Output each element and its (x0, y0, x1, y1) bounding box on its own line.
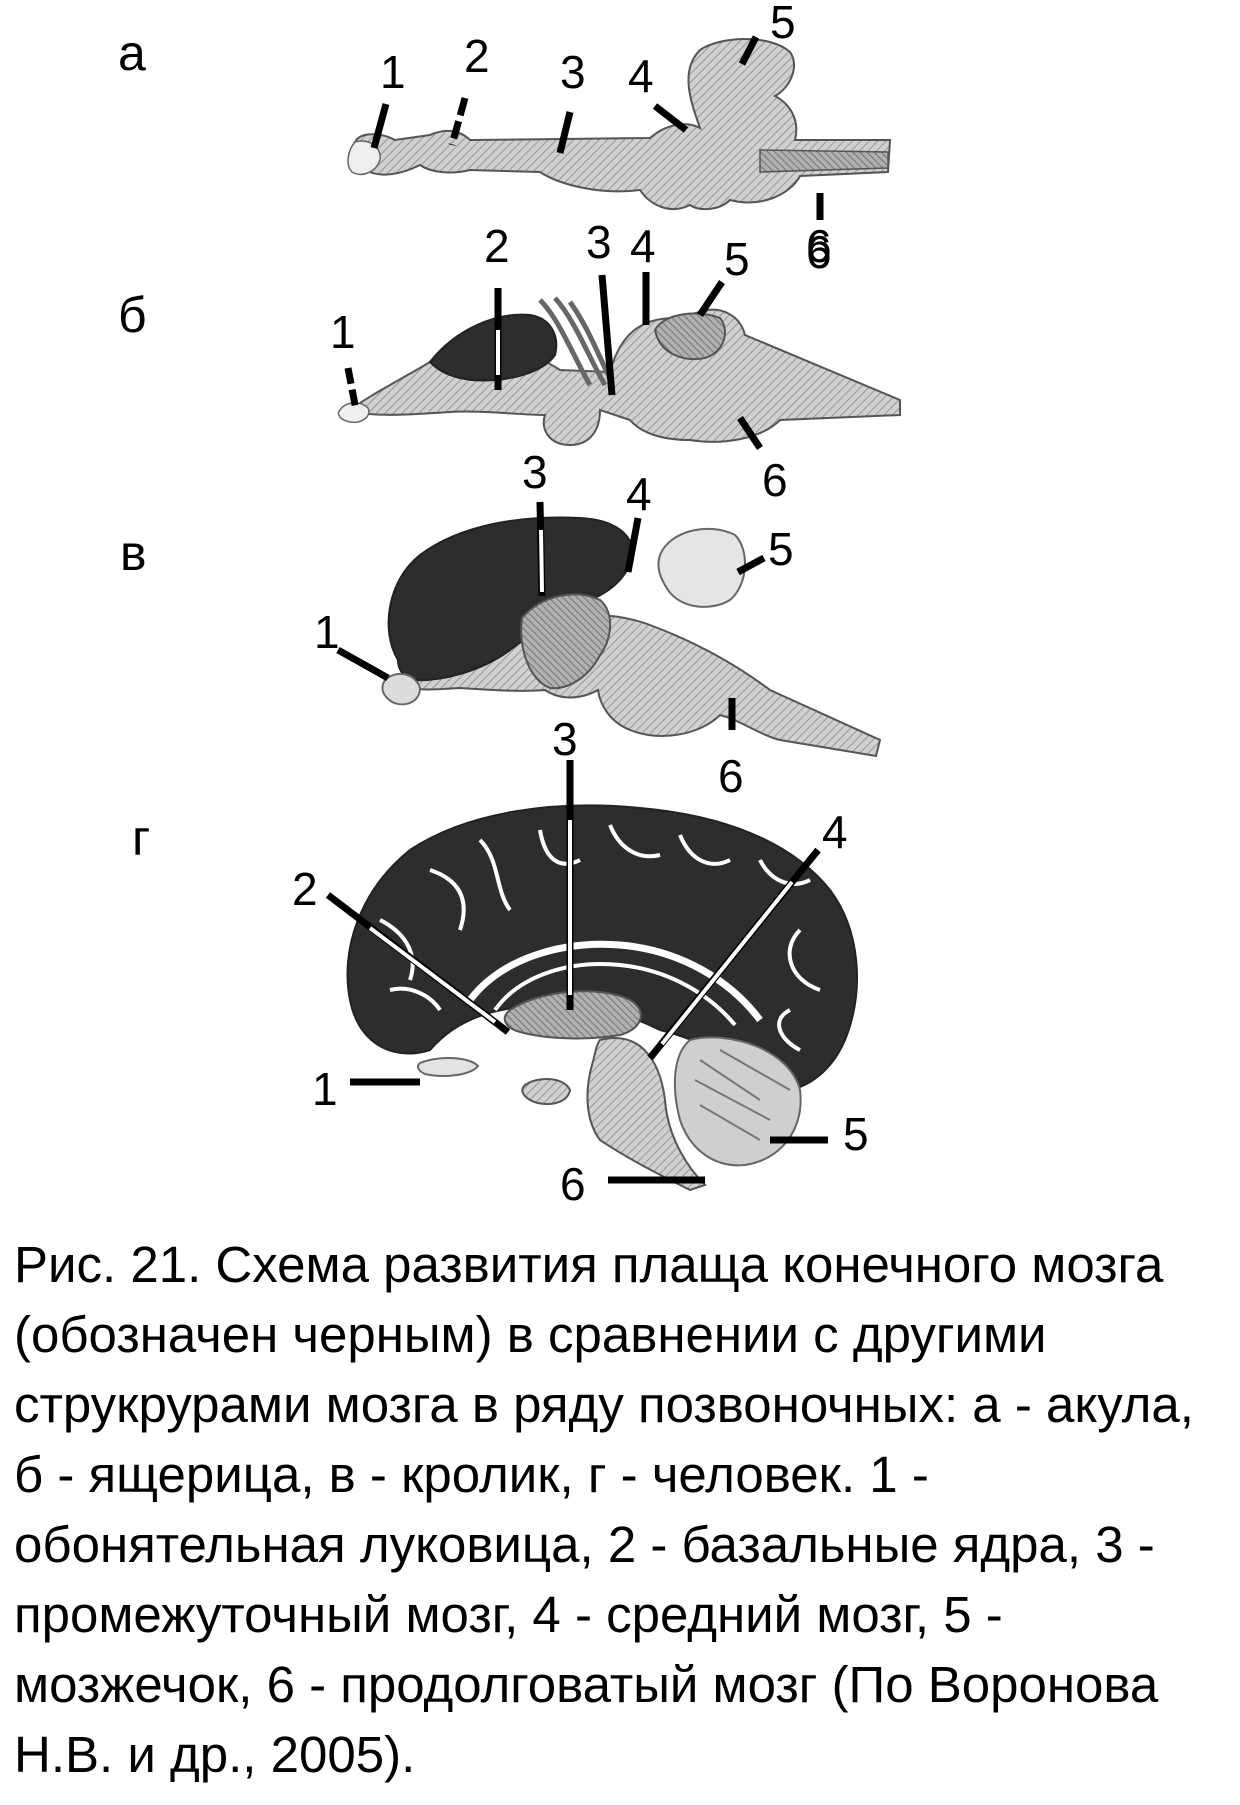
label-1-c: 1 (314, 606, 340, 658)
label-5-d: 5 (843, 1108, 869, 1160)
label-2-a: 2 (464, 30, 490, 82)
label-6-b: 6 (762, 454, 788, 506)
lizard-olfactory-tip (337, 402, 370, 424)
human-cerebellum (673, 1036, 802, 1167)
label-3-a: 3 (560, 46, 586, 98)
label-4-b: 4 (630, 220, 656, 272)
lizard-optic-tectum (653, 312, 726, 360)
panel-letter-a: а (118, 25, 146, 81)
label-3-d: 3 (552, 713, 578, 765)
label-6-c: 6 (718, 750, 744, 802)
human-pituitary (521, 1078, 572, 1106)
panel-d-human-brain: г (132, 804, 858, 1192)
label-1-d: 1 (312, 1063, 338, 1115)
brain-comparison-figure: а 1 2 3 4 5 6 б 1 2 3 4 5 6 6 в (118, 0, 901, 1210)
rabbit-olfactory-bulb (381, 672, 422, 706)
label-1-b: 1 (330, 306, 356, 358)
label-6-b-top: 6 (806, 220, 832, 272)
panel-d-leader-inner (368, 820, 794, 1046)
label-2-b: 2 (484, 220, 510, 272)
panel-a-shark-brain: а (118, 25, 892, 211)
panel-letter-b: б (118, 287, 147, 343)
lizard-brain-shape (347, 308, 901, 447)
label-5-b: 5 (724, 233, 750, 285)
figure-caption: Рис. 21. Схема развития плаща конечного … (14, 1236, 1194, 1783)
label-5-c: 5 (768, 523, 794, 575)
label-3-b: 3 (586, 216, 612, 268)
label-3-c: 3 (522, 446, 548, 498)
panel-letter-c: в (120, 525, 147, 581)
human-sulci (379, 824, 821, 1052)
label-6-a: 6 (806, 226, 832, 278)
human-olfactory-bulb (416, 1057, 480, 1077)
rabbit-cerebellum (657, 527, 747, 608)
rabbit-diencephalon (520, 593, 612, 690)
label-2-d: 2 (292, 863, 318, 915)
human-cerebellum-folia (694, 1049, 791, 1141)
shark-brain-shape (350, 38, 892, 211)
label-6-d: 6 (560, 1158, 586, 1210)
panel-c-rabbit-brain: в (120, 516, 882, 758)
label-4-c: 4 (626, 468, 652, 520)
shark-spinal-cord (759, 149, 889, 173)
label-4-d: 4 (822, 806, 848, 858)
label-5-a: 5 (770, 0, 796, 48)
rabbit-line-3-inner (539, 529, 544, 593)
label-4-a: 4 (628, 50, 654, 102)
human-diencephalon (503, 990, 642, 1040)
label-1-a: 1 (380, 46, 406, 98)
panel-a-leader-lines (370, 35, 824, 220)
lizard-pallium[interactable] (428, 313, 558, 382)
panel-b-lizard-brain: б (118, 287, 901, 447)
panel-letter-d: г (132, 810, 150, 866)
